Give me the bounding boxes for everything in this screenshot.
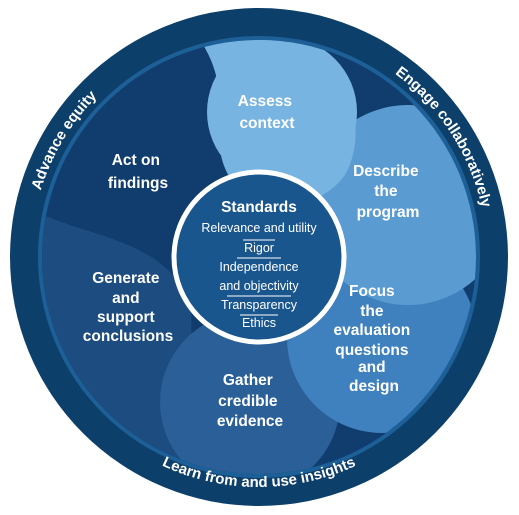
step-gather-evidence: Gather credible evidence: [217, 372, 284, 430]
step-describe-program: Describe the program: [353, 163, 423, 221]
segment-assess-context-lobe: [207, 40, 357, 187]
standards-circle: [171, 169, 347, 345]
standard-item: Independence: [219, 260, 298, 274]
standard-item: Ethics: [242, 316, 276, 330]
step-focus-design: Focus the evaluation questions and desig…: [334, 283, 415, 395]
step-act-on-findings: Act on findings: [108, 152, 168, 192]
step-generate-conclusions: Generate and support conclusions: [83, 270, 173, 345]
standard-item: and objectivity: [219, 279, 299, 293]
standard-item: Transparency: [221, 298, 298, 312]
standard-item: Relevance and utility: [201, 221, 317, 235]
ring-divider: [38, 36, 480, 478]
standard-item: Rigor: [244, 241, 274, 255]
standards-title: Standards: [221, 199, 297, 216]
step-assess-context: Assess context: [238, 93, 297, 132]
